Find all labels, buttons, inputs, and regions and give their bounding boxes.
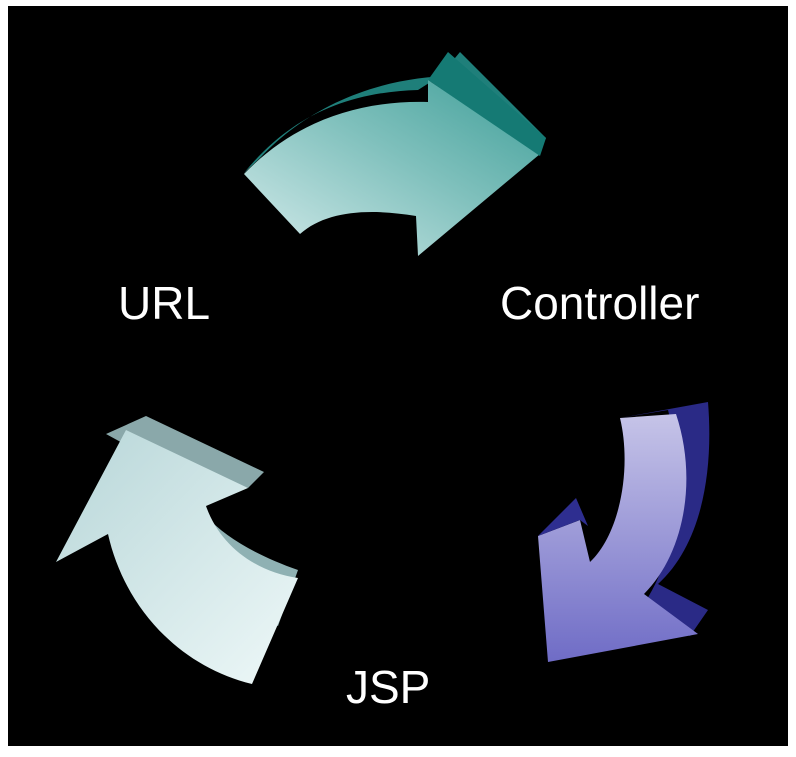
node-label-controller: Controller [500,277,700,329]
arrow-url-to-controller [244,52,546,256]
arrow-url-to-controller-bevel [428,52,546,156]
arrow-jsp-to-url [56,416,298,684]
arrow-controller-to-jsp-bevel [538,498,588,536]
arrow-jsp-to-url-face [56,430,298,684]
arrow-url-to-controller-face [244,80,540,256]
cycle-diagram: URL Controller JSP [8,6,788,746]
arrow-controller-to-jsp-side [620,402,710,636]
node-label-url: URL [118,277,211,329]
node-label-jsp: JSP [346,661,431,713]
arrow-jsp-to-url-side [106,416,264,488]
arrows-canvas [56,52,710,684]
arrow-controller-to-jsp-face [538,414,698,662]
arrow-controller-to-jsp [538,402,710,662]
